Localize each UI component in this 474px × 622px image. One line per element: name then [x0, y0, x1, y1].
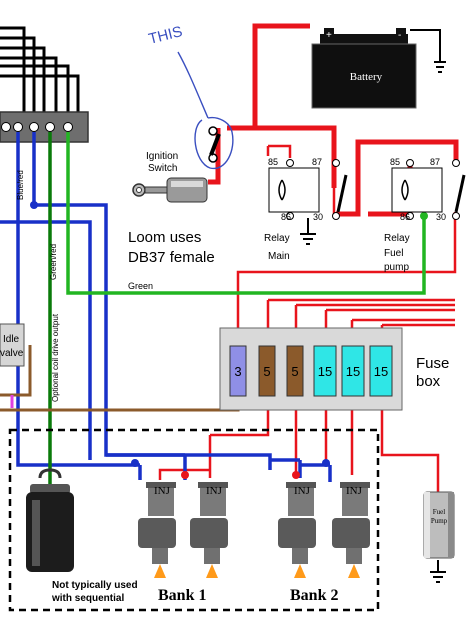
- ignition-switch: [208, 126, 221, 163]
- bank-2-label: Bank 2: [290, 587, 338, 604]
- battery: Battery: [311, 28, 417, 109]
- blue-junction: [30, 201, 38, 209]
- fuse-15c: 15: [369, 345, 393, 397]
- fuel-pump: [423, 491, 455, 559]
- fuse-value: 5: [263, 364, 270, 379]
- fuse-value: 15: [318, 364, 332, 379]
- fuel-pump-label-2: Pump: [431, 517, 448, 525]
- main-relay-label: Relay: [264, 233, 290, 244]
- blue-junction: [131, 459, 139, 467]
- wire-label-blue-red: Blue/red: [16, 170, 25, 200]
- fuse-value: 15: [346, 364, 360, 379]
- injector-enclosure: [8, 428, 380, 612]
- injector: [278, 482, 316, 578]
- fuel-pin-85: 85: [390, 157, 400, 167]
- coil-note-2: with sequential: [51, 593, 124, 604]
- relay-fuel-pump: [391, 159, 466, 220]
- handwritten-annotation: [177, 51, 234, 170]
- fuse-box-label-1: Fuse: [416, 355, 449, 372]
- fuse-value: 3: [234, 364, 241, 379]
- brown-wires: [0, 345, 240, 412]
- fuse-5b: 5: [286, 345, 304, 397]
- coil-note-1: Not typically used: [52, 580, 138, 591]
- injector: [138, 482, 176, 578]
- loom-wires-top: [0, 26, 80, 115]
- battery-label: Battery: [350, 71, 383, 83]
- fuel-relay-sublabel-1: Fuel: [384, 248, 403, 259]
- db37-connector: [0, 111, 89, 143]
- ignition-label-2: Switch: [148, 163, 177, 174]
- loom-note-1: Loom uses: [128, 229, 201, 246]
- fuel-relay-sublabel-2: pump: [384, 262, 409, 273]
- fuse-15b: 15: [341, 345, 365, 397]
- ground-wires: [300, 29, 446, 583]
- red-junction: [292, 471, 300, 479]
- fuel-relay-label: Relay: [384, 233, 410, 244]
- fuel-pin-30: 30: [436, 212, 446, 222]
- main-relay-sublabel: Main: [268, 251, 290, 262]
- green-junction: [420, 212, 428, 220]
- injector: [190, 482, 228, 578]
- relay-main: [268, 159, 348, 220]
- fuse-value: 5: [291, 364, 298, 379]
- injector-label: INJ: [346, 485, 363, 497]
- battery-plus-sign: +: [326, 30, 332, 41]
- wire-label-coil-output: Optional coil drive output: [51, 313, 60, 402]
- idle-valve: [0, 323, 25, 367]
- blue-junction: [322, 459, 330, 467]
- main-pin-85: 85: [268, 157, 278, 167]
- idle-valve-label-2: valve: [0, 348, 24, 359]
- ignition-coil: [26, 468, 74, 572]
- injector-label: INJ: [206, 485, 223, 497]
- power-wires: [208, 23, 459, 217]
- main-pin-87: 87: [312, 157, 322, 167]
- bank-1-label: Bank 1: [158, 587, 206, 604]
- fuel-pin-87: 87: [430, 157, 440, 167]
- fuse-box-label-2: box: [416, 373, 441, 390]
- main-pin-86: 86: [281, 212, 291, 222]
- wire-label-green-red: Green/red: [49, 244, 58, 280]
- wire-label-green: Green: [128, 281, 153, 291]
- fuse-5a: 5: [258, 345, 276, 397]
- red-junction: [181, 471, 189, 479]
- injector-label: INJ: [154, 485, 171, 497]
- fuse-15a: 15: [313, 345, 337, 397]
- main-pin-30: 30: [313, 212, 323, 222]
- fuel-pump-label-1: Fuel: [433, 508, 446, 516]
- ignition-key-barrel: [132, 177, 208, 203]
- annotation-text: THIS: [147, 23, 184, 48]
- loom-note-2: DB37 female: [128, 249, 215, 266]
- fuel-pin-86: 86: [400, 212, 410, 222]
- injector: [332, 482, 370, 578]
- injector-label: INJ: [294, 485, 311, 497]
- fuse-value: 15: [374, 364, 388, 379]
- ignition-label-1: Ignition: [146, 151, 178, 162]
- battery-minus-sign: -: [398, 30, 401, 41]
- fuse-3: 3: [229, 345, 247, 397]
- power-wires-thin: [236, 144, 457, 328]
- idle-valve-label-1: Idle: [3, 334, 20, 345]
- fuse-output-wires: [158, 402, 440, 492]
